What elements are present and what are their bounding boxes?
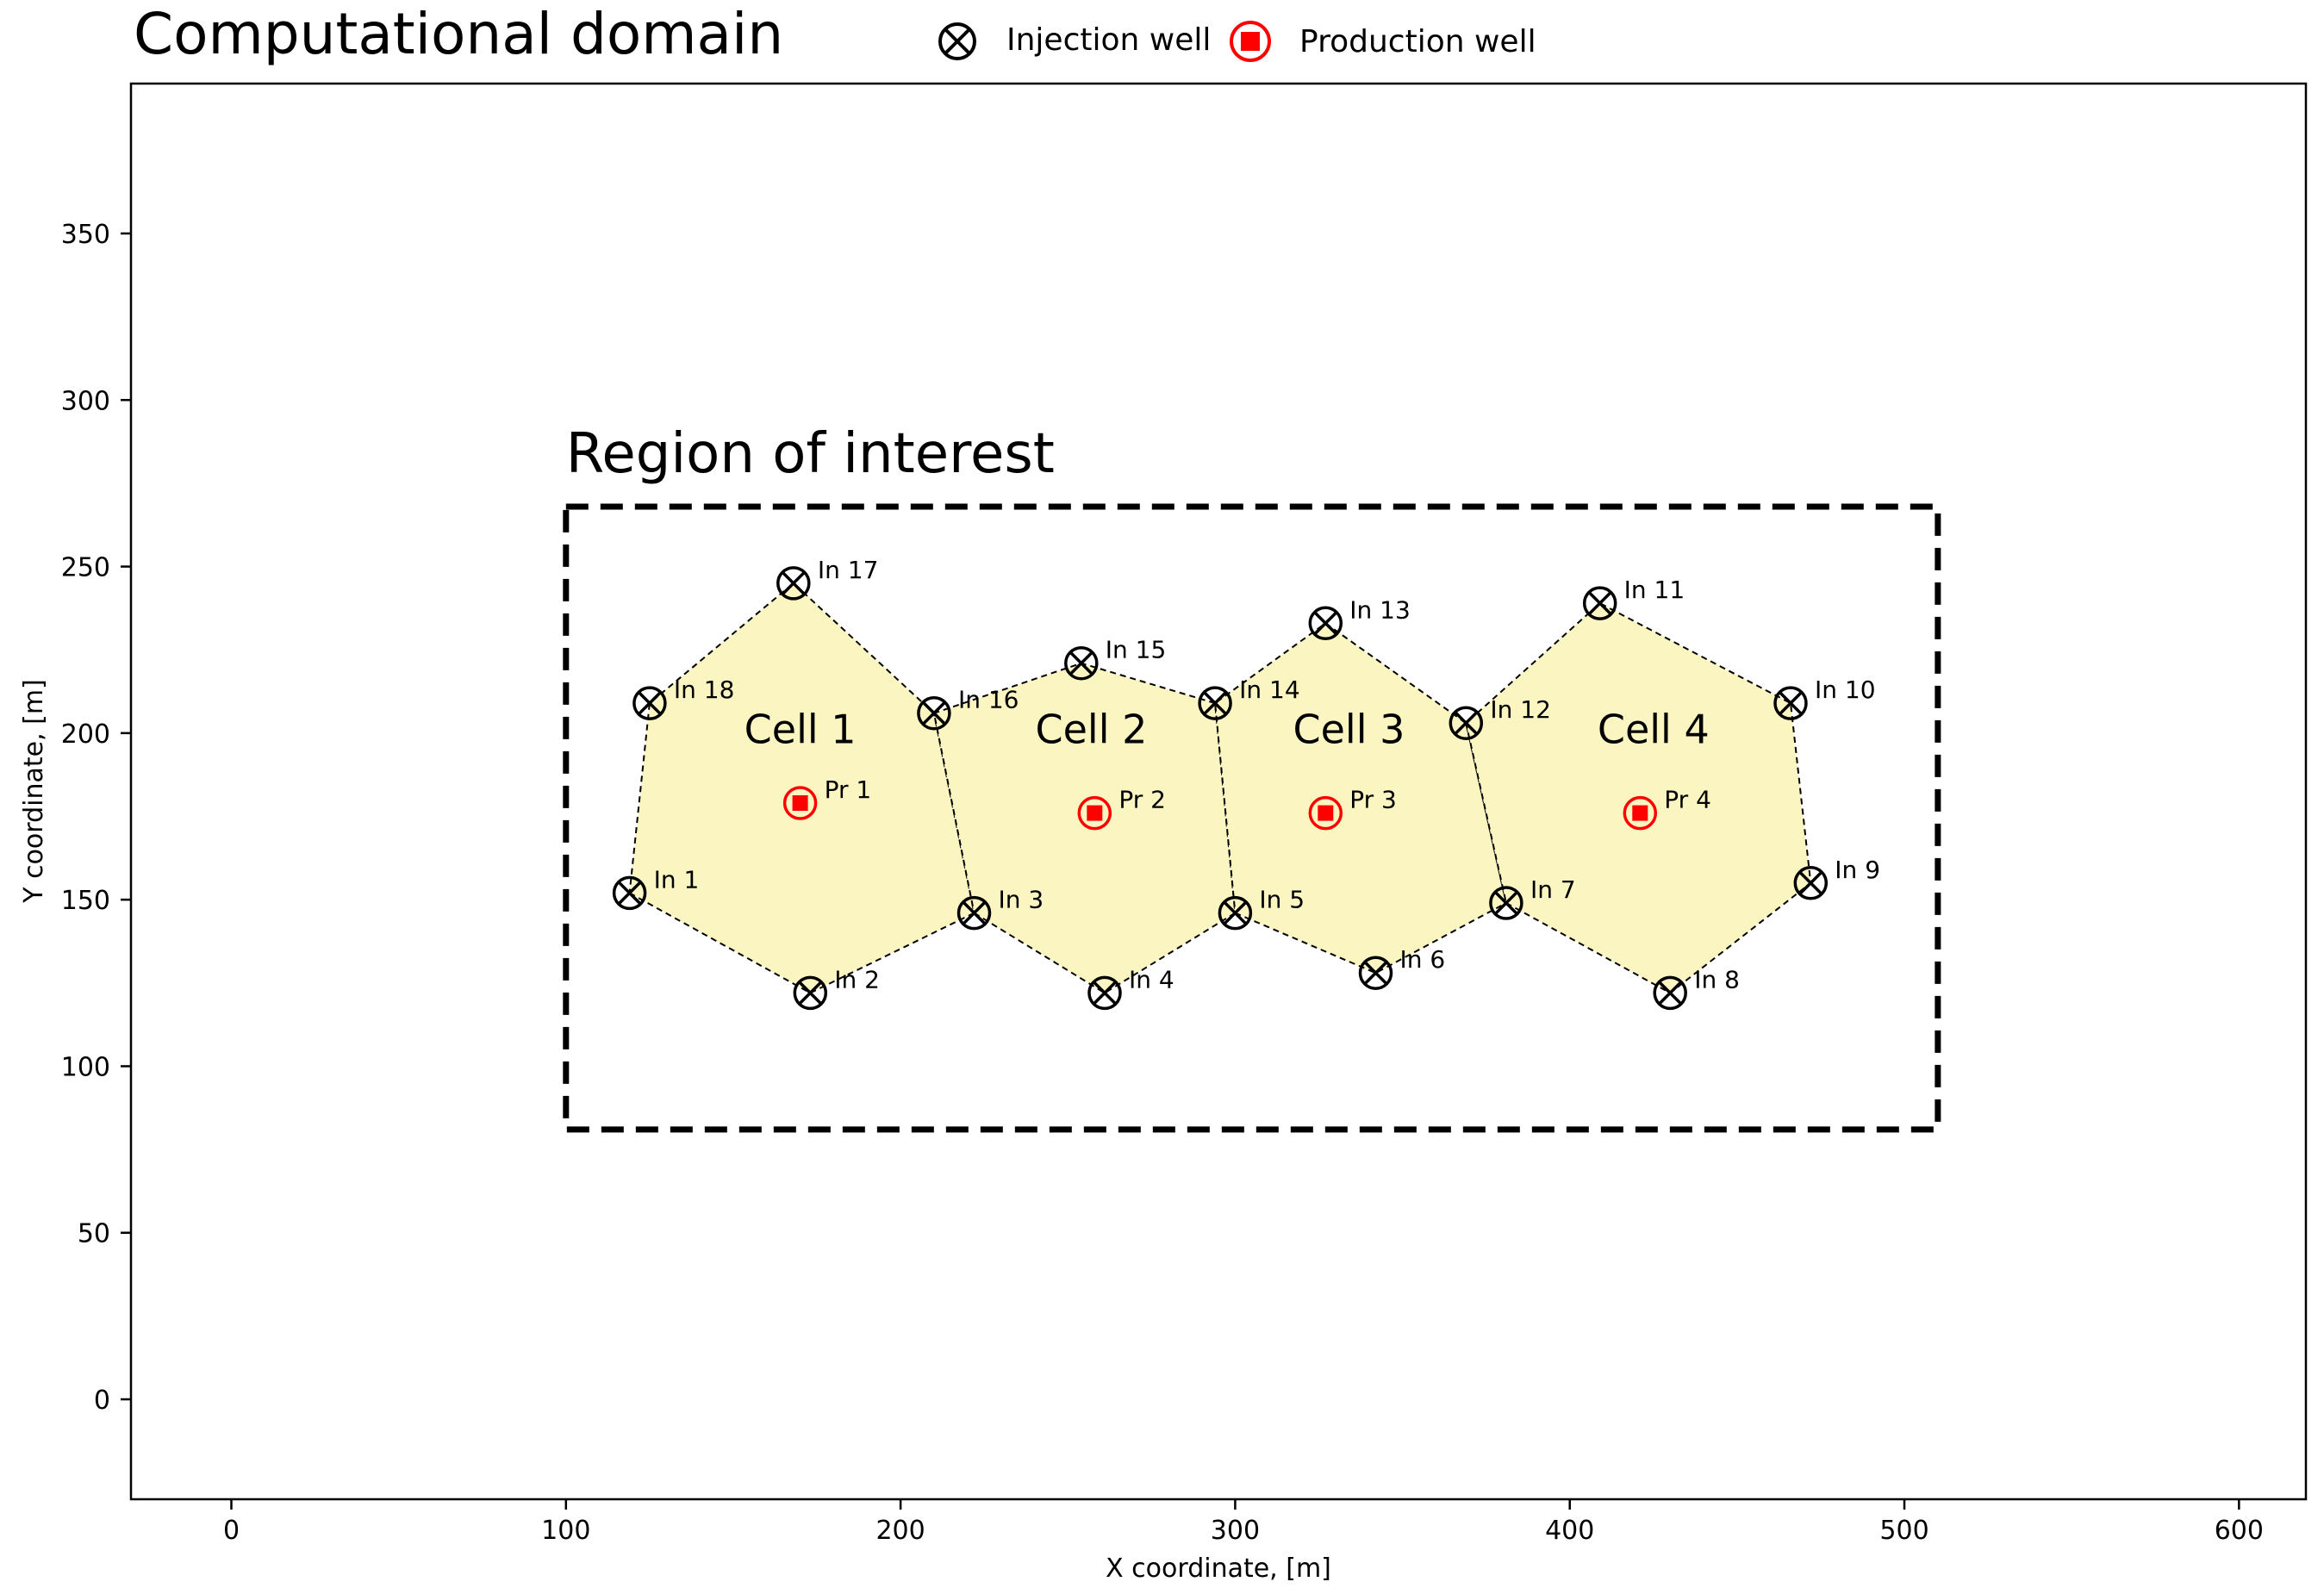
- injection-well-marker: [1582, 586, 1617, 620]
- injection-well-marker: [1064, 645, 1099, 681]
- chart-title: Computational domain: [134, 1, 783, 67]
- injection-well-label: In 11: [1624, 576, 1685, 604]
- y-tick-label: 300: [61, 386, 110, 416]
- injection-well-marker: [1449, 706, 1484, 740]
- injection-well-label: In 16: [958, 686, 1019, 714]
- injection-well-label: In 2: [834, 965, 880, 993]
- injection-well-label: In 9: [1835, 856, 1880, 884]
- legend: Injection well Production well: [938, 21, 1536, 62]
- y-tick-label: 350: [61, 220, 110, 250]
- y-tick-label: 200: [61, 719, 110, 750]
- injection-well-marker: [1358, 956, 1393, 990]
- injection-well-label: In 1: [654, 865, 700, 894]
- production-well-marker: [782, 786, 818, 820]
- injection-well-label: In 3: [999, 886, 1044, 914]
- cell-2-label: Cell 2: [1036, 706, 1148, 752]
- x-tick-label: 400: [1545, 1516, 1594, 1546]
- x-tick-label: 500: [1879, 1516, 1928, 1546]
- injection-well-label: In 5: [1259, 886, 1305, 914]
- injection-well-marker: [956, 895, 992, 931]
- production-well-marker: [1077, 795, 1112, 831]
- production-well-label: Pr 3: [1349, 786, 1397, 814]
- injection-well-label: In 7: [1530, 875, 1576, 904]
- x-tick-label: 600: [2215, 1516, 2264, 1546]
- injection-well-marker: [776, 566, 811, 601]
- production-well-label: Pr 1: [825, 775, 872, 804]
- x-axis-label: X coordinate, [m]: [1106, 1554, 1331, 1584]
- cell-3-polygon: [1214, 622, 1508, 975]
- plot-area-frame: [129, 82, 2308, 1501]
- region-of-interest: Region of interest: [563, 422, 1941, 1133]
- production-well-label: Pr 2: [1118, 786, 1166, 814]
- injection-well-label: In 13: [1349, 595, 1411, 624]
- injection-well-label: In 10: [1815, 676, 1876, 704]
- production-well-icon: [1230, 21, 1271, 62]
- region-of-interest-label: Region of interest: [566, 422, 1055, 486]
- x-tick-label: 0: [223, 1516, 240, 1546]
- cell-4-label: Cell 4: [1598, 706, 1710, 752]
- x-tick-label: 200: [875, 1516, 925, 1546]
- injection-well-marker: [1653, 975, 1687, 1011]
- injection-well-marker: [1198, 686, 1232, 720]
- injection-well-label: In 6: [1400, 945, 1446, 974]
- injection-well-icon: [938, 22, 976, 60]
- injection-well-label: In 17: [818, 556, 879, 584]
- y-tick-label: 0: [94, 1386, 110, 1416]
- y-tick-label: 100: [61, 1052, 110, 1082]
- y-tick-label: 150: [61, 886, 110, 916]
- injection-well-marker: [1308, 606, 1343, 641]
- injection-well-label: In 14: [1239, 676, 1300, 704]
- injection-well-marker: [1218, 895, 1253, 931]
- injection-well-label: In 12: [1490, 695, 1551, 724]
- legend-label-injection: Injection well: [1006, 22, 1211, 58]
- production-well-marker: [1623, 795, 1658, 831]
- injection-well-marker: [612, 875, 647, 911]
- injection-well-marker: [1489, 886, 1523, 920]
- injection-well-marker: [917, 695, 951, 731]
- legend-label-production: Production well: [1299, 24, 1536, 59]
- injection-well-label: In 8: [1694, 965, 1740, 993]
- injection-well-marker: [1087, 975, 1122, 1011]
- injection-well-marker: [1773, 686, 1808, 720]
- y-tick-label: 250: [61, 553, 110, 583]
- x-tick-label: 300: [1211, 1516, 1260, 1546]
- injection-well-marker: [793, 975, 828, 1011]
- injection-well-marker: [632, 686, 667, 720]
- y-axis-label: Y coordinate, [m]: [19, 679, 49, 904]
- cell-3-label: Cell 3: [1293, 706, 1405, 752]
- wells-layer: In 1 In 2 In 3 In 4 In 5 In 6 In 7 In 8 In 9 In 1…: [612, 556, 1880, 1011]
- y-tick-label: 50: [78, 1219, 110, 1249]
- injection-well-marker: [1793, 866, 1829, 900]
- injection-well-label: In 15: [1106, 636, 1167, 664]
- cell-1-label: Cell 1: [745, 706, 857, 752]
- injection-well-label: In 4: [1129, 965, 1174, 993]
- production-well-label: Pr 4: [1664, 786, 1711, 814]
- injection-well-label: In 18: [674, 676, 735, 704]
- x-tick-label: 100: [541, 1516, 590, 1546]
- axes: 0 100 200 300 400 500 600 0 50 100 150 200 250 300 350: [61, 220, 2264, 1546]
- production-well-marker: [1308, 795, 1343, 831]
